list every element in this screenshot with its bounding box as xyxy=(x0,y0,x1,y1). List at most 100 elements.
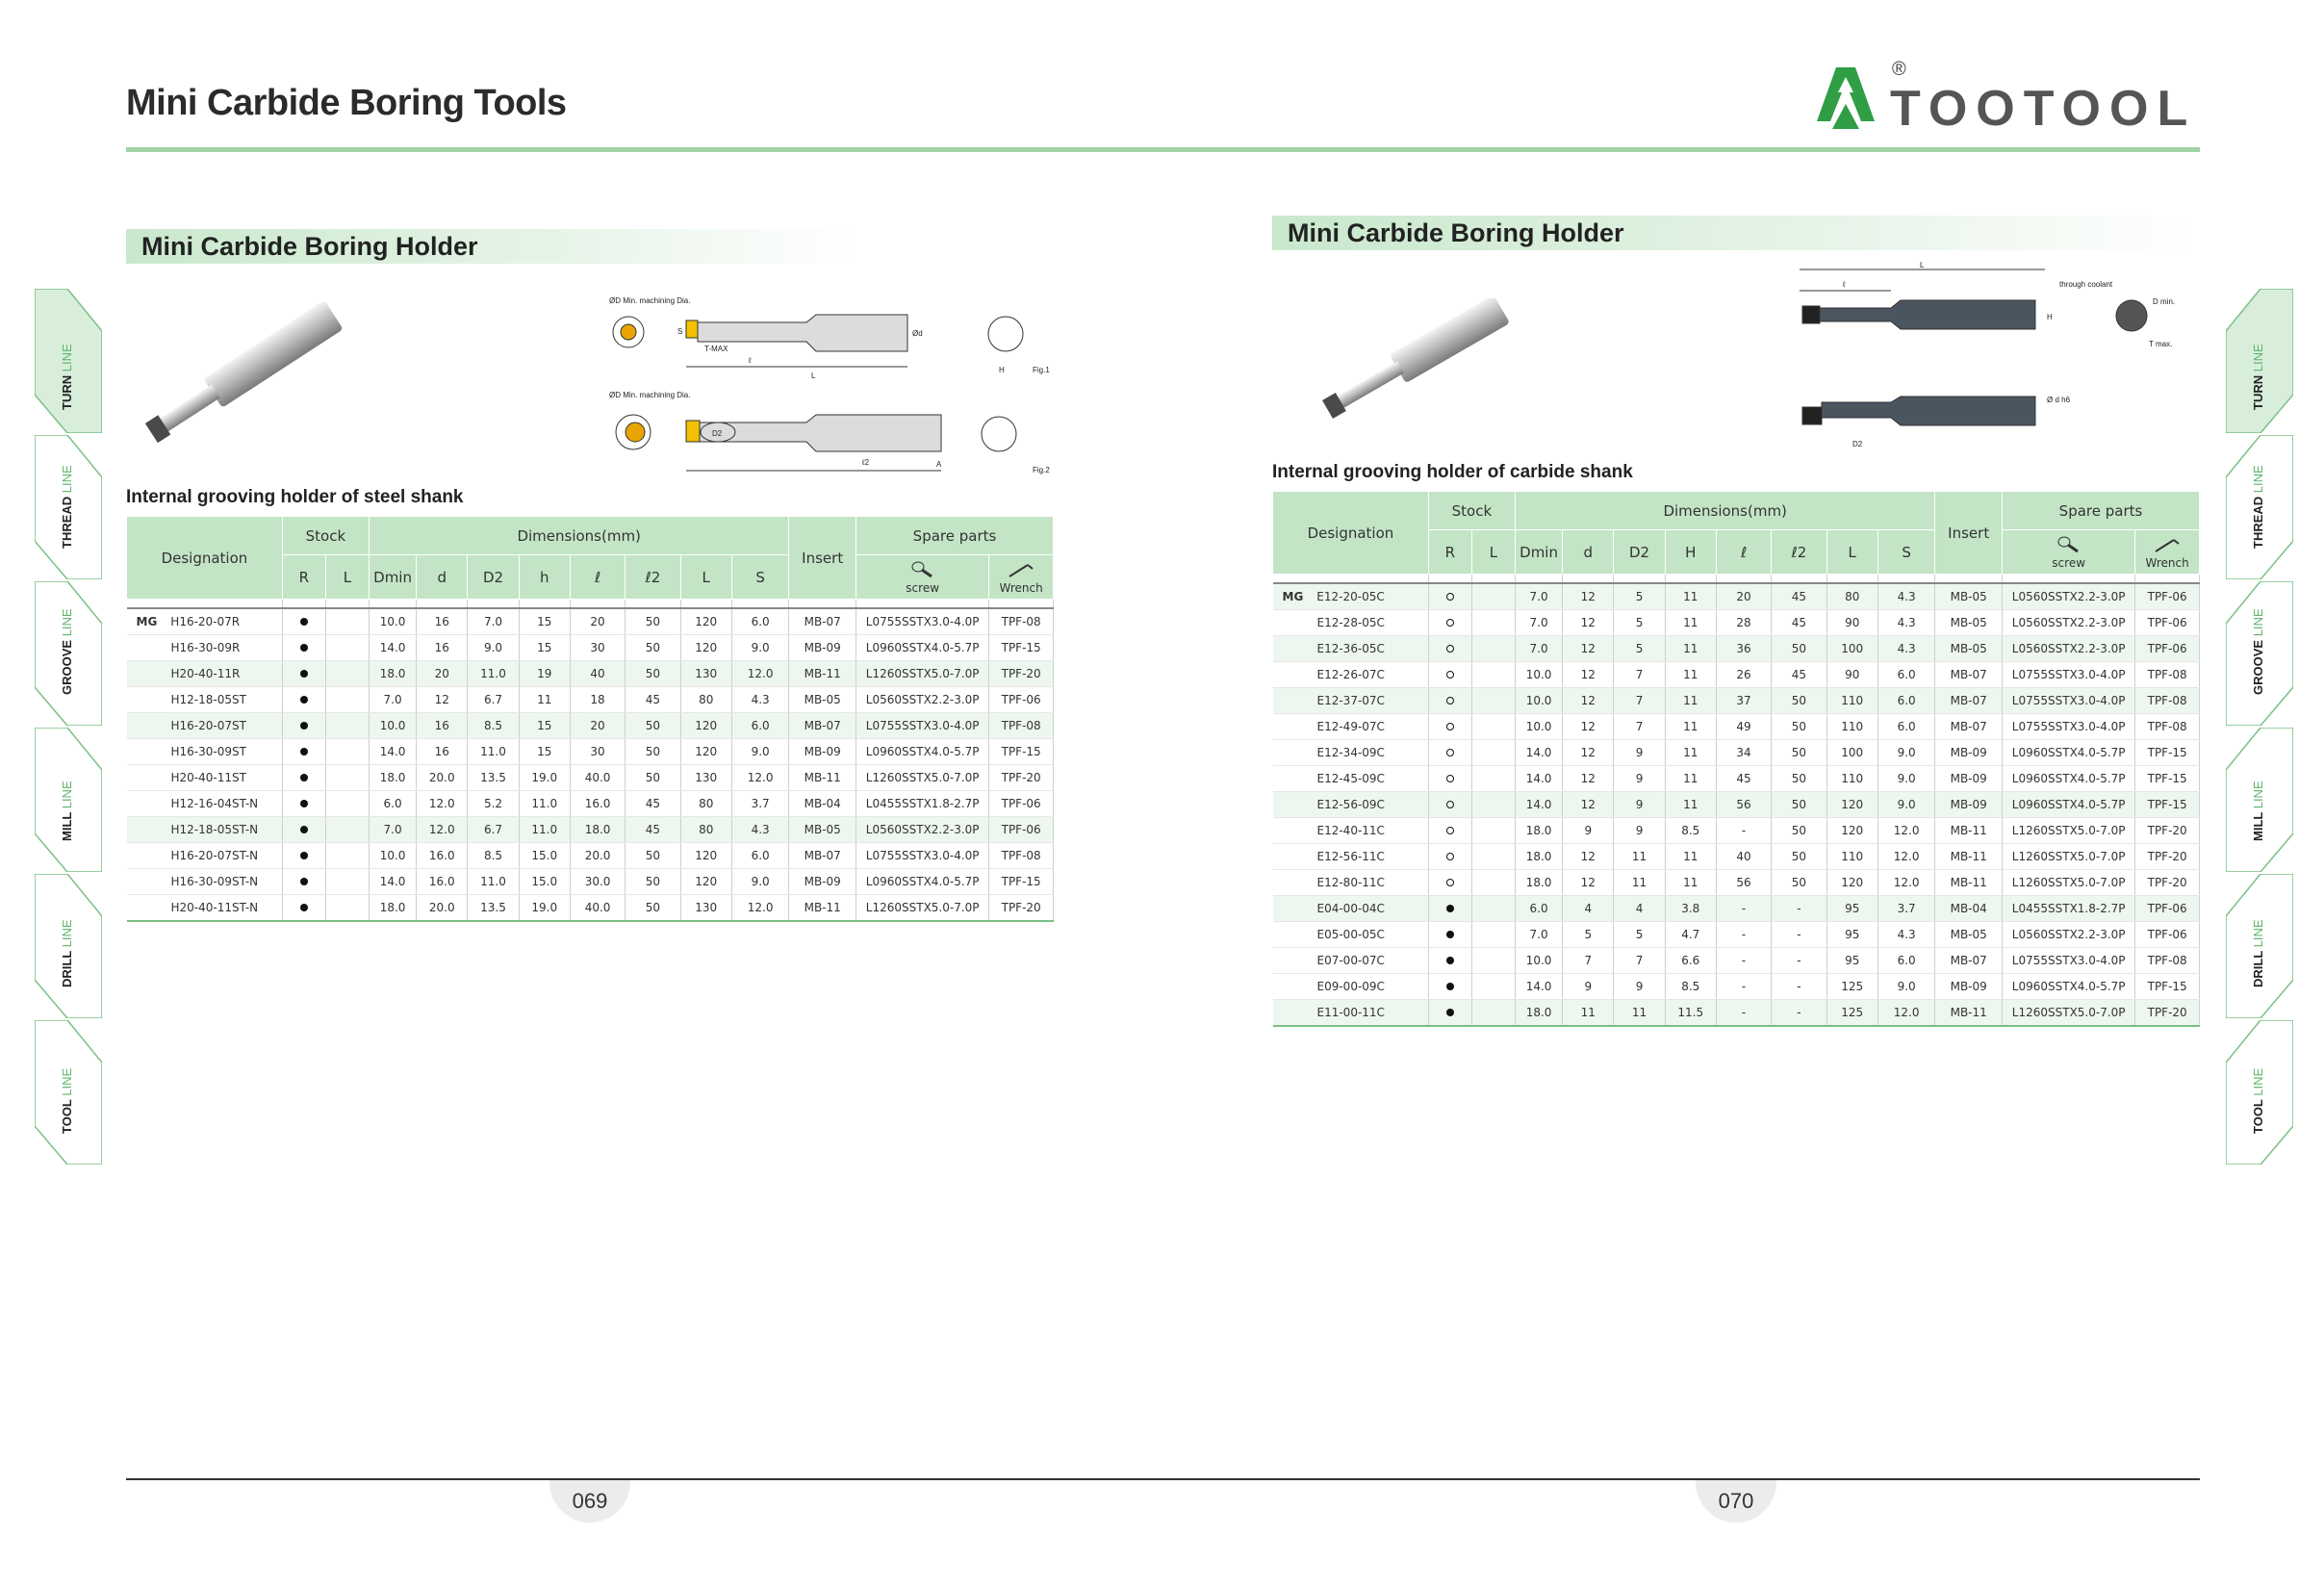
dim-label-l2: ℓ2 xyxy=(861,458,870,467)
cell-insert: MB-07 xyxy=(1934,713,2004,740)
side-tab-mill[interactable]: MILL LINE xyxy=(35,728,102,872)
cell-screw: L0560SSTX2.2-3.0P xyxy=(856,686,990,713)
cell-dim: 7 xyxy=(1613,687,1666,714)
cell-screw: L0560SSTX2.2-3.0P xyxy=(2002,635,2136,662)
cell-stock-l xyxy=(325,842,370,869)
side-tab-turn[interactable]: TURN LINE xyxy=(2226,289,2293,433)
footer-divider xyxy=(126,1478,2200,1480)
cell-dim: 50 xyxy=(1771,687,1827,714)
cell-dim: 12.0 xyxy=(1877,999,1936,1027)
cell-dim: 110 xyxy=(1826,765,1878,792)
cell-insert: MB-11 xyxy=(1934,843,2004,870)
cell-designation: E12-80-11C xyxy=(1272,869,1429,896)
cell-stock-r xyxy=(1428,609,1472,636)
cell-insert: MB-05 xyxy=(1934,635,2004,662)
cell-dim: 50 xyxy=(625,634,681,661)
side-tab-drill[interactable]: DRILL LINE xyxy=(2226,874,2293,1018)
cell-dim: 9.0 xyxy=(731,868,790,895)
cell-dim: 10.0 xyxy=(369,712,418,739)
dim-label-tmax: T-MAX xyxy=(704,345,728,353)
cell-dim: - xyxy=(1771,973,1827,1000)
cell-wrench: TPF-15 xyxy=(988,868,1054,895)
cell-screw: L0960SSTX4.0-5.7P xyxy=(856,868,990,895)
cell-dim: 120 xyxy=(680,738,732,765)
cell-dim: 18.0 xyxy=(369,660,418,687)
cell-screw: L0755SSTX3.0-4.0P xyxy=(856,842,990,869)
side-tab-thread[interactable]: THREAD LINE xyxy=(2226,435,2293,579)
side-tab-drill[interactable]: DRILL LINE xyxy=(35,874,102,1018)
wrench-icon xyxy=(2155,538,2180,552)
cell-screw: L0560SSTX2.2-3.0P xyxy=(2002,921,2136,948)
cell-dim: 18.0 xyxy=(570,816,626,843)
cell-dim: 18.0 xyxy=(1515,869,1564,896)
designation-code: E12-37-07C xyxy=(1316,694,1385,707)
cell-dim: 18.0 xyxy=(1515,843,1564,870)
designation-code: E12-49-07C xyxy=(1316,720,1385,733)
cell-stock-l xyxy=(1471,609,1516,636)
designation-code: E12-40-11C xyxy=(1316,824,1385,837)
side-tab-bold: THREAD xyxy=(2251,496,2265,549)
side-tab-light: LINE xyxy=(60,781,74,809)
cell-dim: - xyxy=(1771,947,1827,974)
cell-dim: 11 xyxy=(1665,609,1717,636)
side-tab-label: GROOVE LINE xyxy=(60,608,74,695)
side-tab-tool[interactable]: TOOL LINE xyxy=(2226,1020,2293,1165)
cell-stock-l xyxy=(1471,921,1516,948)
cell-dim: 9 xyxy=(1613,739,1666,766)
side-tab-thread[interactable]: THREAD LINE xyxy=(35,435,102,579)
r-label-d2: D2 xyxy=(1852,440,1863,448)
side-tab-groove[interactable]: GROOVE LINE xyxy=(35,581,102,726)
side-tab-mill[interactable]: MILL LINE xyxy=(2226,728,2293,872)
cell-dim: 14.0 xyxy=(1515,765,1564,792)
side-tab-groove[interactable]: GROOVE LINE xyxy=(2226,581,2293,726)
cell-dim: 9 xyxy=(1613,817,1666,844)
cell-dim: 6.0 xyxy=(731,712,790,739)
designation-code: E11-00-11C xyxy=(1316,1006,1385,1019)
cell-dim: 11 xyxy=(1613,869,1666,896)
cell-designation: E12-28-05C xyxy=(1272,609,1429,636)
side-tab-shape xyxy=(2226,435,2293,579)
cell-wrench: TPF-08 xyxy=(988,842,1054,869)
side-tab-label: DRILL LINE xyxy=(60,919,74,987)
cell-dim: 4 xyxy=(1562,895,1615,922)
designation-code: H16-20-07R xyxy=(170,615,241,628)
cell-dim: 50 xyxy=(625,660,681,687)
cell-dim: 110 xyxy=(1826,687,1878,714)
cell-stock-r xyxy=(282,608,326,635)
side-tab-turn[interactable]: TURN LINE xyxy=(35,289,102,433)
dim-label-L: L xyxy=(811,371,816,380)
cell-stock-l xyxy=(1471,687,1516,714)
dim-label-a: A xyxy=(936,460,942,469)
cell-insert: MB-07 xyxy=(1934,687,2004,714)
cell-dim: 6.0 xyxy=(731,608,790,635)
cell-dim: 50 xyxy=(625,764,681,791)
designation-code: E12-20-05C xyxy=(1316,590,1385,603)
cell-designation: E12-56-09C xyxy=(1272,791,1429,818)
cell-dim: 11 xyxy=(1665,765,1717,792)
cell-dim: 4.3 xyxy=(731,816,790,843)
side-tab-bold: GROOVE xyxy=(60,639,74,695)
designation-code: H20-40-11ST-N xyxy=(170,901,259,914)
min-dia-label-2: ØD Min. machining Dia. xyxy=(609,391,690,399)
cell-dim: 10.0 xyxy=(1515,713,1564,740)
stock-marker xyxy=(299,826,308,833)
cell-dim: 12.0 xyxy=(1877,843,1936,870)
fig2-label: Fig.2 xyxy=(1033,466,1050,474)
side-tab-bold: THREAD xyxy=(60,496,74,549)
cell-stock-r xyxy=(282,894,326,922)
cell-dim: 12.0 xyxy=(731,894,790,922)
side-tab-tool[interactable]: TOOL LINE xyxy=(35,1020,102,1165)
side-tab-label: TOOL LINE xyxy=(60,1068,74,1134)
stock-marker xyxy=(1445,723,1454,730)
cell-dim: 110 xyxy=(1826,713,1878,740)
cell-dim: 4.3 xyxy=(1877,609,1936,636)
cell-dim: 20.0 xyxy=(416,894,469,922)
cell-designation: E09-00-09C xyxy=(1272,973,1429,1000)
cell-dim: 11 xyxy=(1665,583,1717,610)
cell-stock-r xyxy=(1428,687,1472,714)
designation-code: E05-00-05C xyxy=(1316,928,1385,941)
